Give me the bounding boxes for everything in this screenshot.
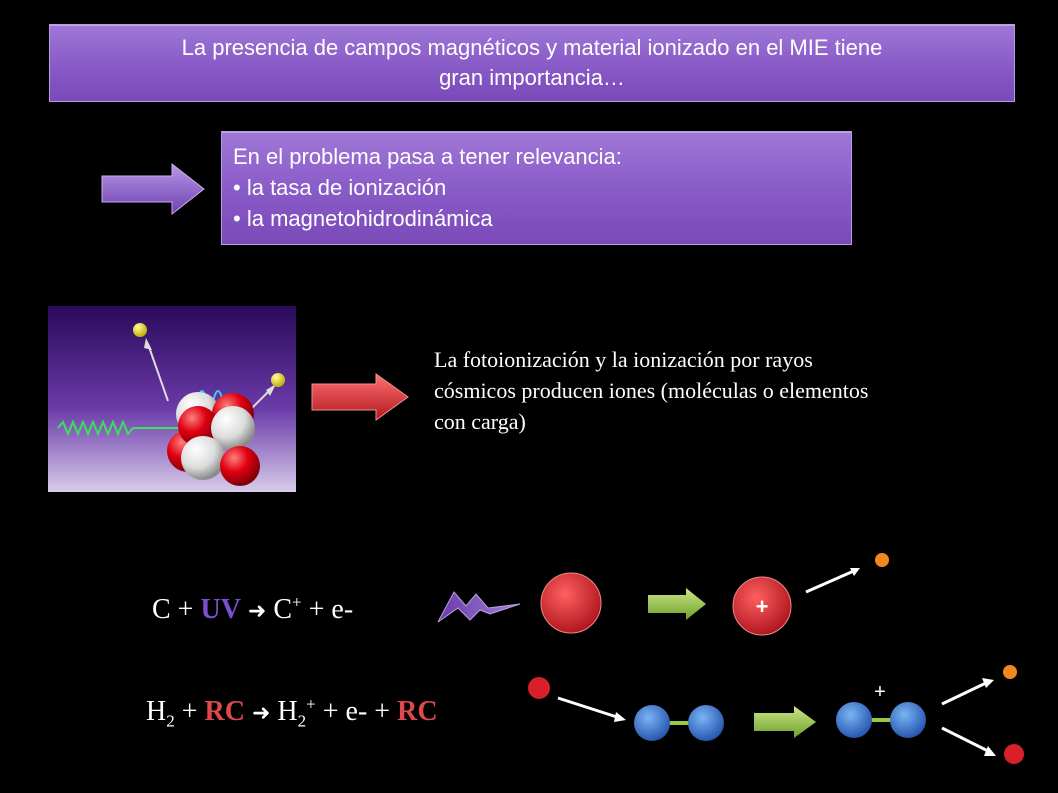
cosmic-ray-icon [1004,744,1024,764]
right-arrow-icon: ➜ [247,598,267,623]
purple-arrow-icon [101,162,205,216]
eq2-agent: RC [204,696,245,727]
description-line-1: La fotoionización y la ionización por ra… [434,347,813,372]
relevance-item: la magnetohidrodinámica [233,203,840,234]
eq2-reactant-sub: 2 [166,711,175,731]
h2-ion-icon: + [836,681,926,738]
equation-hydrogen-rc: H2 + RC ➜ H2+ + e- + RC [146,694,438,731]
carbon-ion-icon: + [732,576,792,636]
electron-icon [133,323,147,337]
cosmic-ray-particle [528,677,626,722]
right-arrow-icon: ➜ [251,700,271,725]
eq1-product-charge: + [292,592,302,612]
eq2-product: H [277,696,298,727]
green-arrow-icon [754,706,816,738]
title-box: La presencia de campos magnéticos y mate… [49,24,1015,102]
carbon-atom-icon [540,572,602,634]
title-line-1: La presencia de campos magnéticos y mate… [181,35,883,60]
description-line-3: con carga) [434,409,526,434]
relevance-list: la tasa de ionización la magnetohidrodin… [233,172,840,234]
eq1-rest: + e- [301,594,354,625]
equation-carbon-uv: C + UV ➜ C+ + e- [152,594,353,626]
red-arrow-icon [311,373,409,421]
emission-arrows [941,665,1024,764]
eq2-reactant: H [146,696,167,727]
h2-ion-charge: + [874,681,886,703]
h2-molecule-icon [634,705,724,741]
electron-icon [875,553,889,567]
description-line-2: cósmicos producen iones (moléculas o ele… [434,378,869,403]
relevance-heading: En el problema pasa a tener relevancia: [233,144,622,169]
cosmic-ray-icon [528,677,550,699]
eq2-product-sub: 2 [297,711,307,731]
eq2-agent-2: RC [397,696,438,727]
electron-emission-arrow [805,553,889,594]
electron-icon [1003,665,1017,679]
photon-wave-icon [57,419,188,437]
eq1-reactant: C + [152,594,201,625]
title-line-2: gran importancia… [439,65,625,90]
green-arrow-icon [648,588,706,620]
ionization-illustration [48,306,296,492]
relevance-item: la tasa de ionización [233,172,840,203]
eq1-product: C [273,594,293,625]
uv-lightning-icon [437,591,521,623]
carbon-ion-charge: + [756,594,769,619]
electron-icon [271,373,285,387]
eq2-rest: + e- + [315,696,398,727]
eq2-product-charge: + [306,694,316,714]
relevance-box: En el problema pasa a tener relevancia: … [221,131,852,245]
eq1-agent: UV [200,594,241,625]
eq2-plus: + [174,696,205,727]
ionization-description: La fotoionización y la ionización por ra… [434,344,1034,437]
